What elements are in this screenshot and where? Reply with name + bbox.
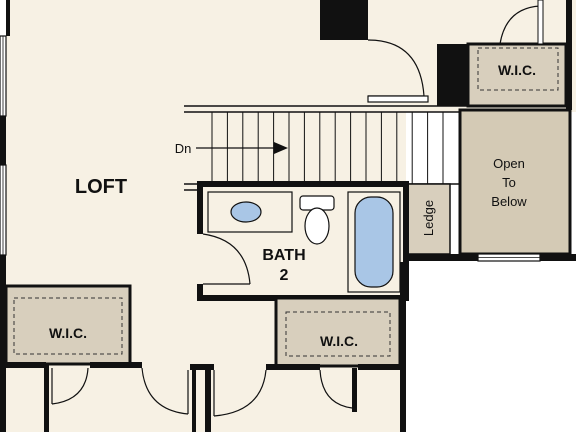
stairs-arrow-head bbox=[274, 142, 288, 154]
wall-bottom-1 bbox=[6, 362, 46, 368]
door-swing-bath bbox=[202, 233, 251, 285]
sink-icon bbox=[230, 201, 262, 223]
wic-bottom-mid bbox=[274, 296, 402, 368]
door-swing-bottom-a bbox=[141, 367, 189, 415]
wall-wic-top-right-block bbox=[437, 44, 467, 106]
wall-right-top bbox=[566, 0, 572, 110]
bath-vanity bbox=[207, 191, 293, 233]
loft-label: LOFT bbox=[75, 176, 127, 198]
wic-bottom-left-label: W.I.C. bbox=[49, 325, 87, 341]
wic-bottom-left-shelf bbox=[13, 297, 123, 355]
wall-bottom-4 bbox=[266, 364, 320, 370]
bathtub-basin-icon bbox=[354, 196, 394, 288]
bath-label-1: BATH bbox=[262, 247, 305, 264]
wall-open-bottom-left bbox=[406, 254, 478, 261]
open-to-below-label-3: Below bbox=[491, 194, 527, 209]
wall-column-top bbox=[320, 0, 368, 40]
outside-area bbox=[410, 262, 576, 432]
wic-top-right-shelf bbox=[477, 47, 559, 91]
wall-partition-low-left bbox=[44, 364, 49, 432]
open-to-below-label-2: To bbox=[502, 175, 516, 190]
wall-bottom-2 bbox=[90, 362, 142, 368]
wic-door-jamb bbox=[537, 0, 544, 45]
wall-open-bottom-right bbox=[540, 254, 576, 261]
bath-label-2: 2 bbox=[280, 267, 289, 284]
stairs-direction-label: Dn bbox=[175, 141, 192, 156]
open-to-below-label-1: Open bbox=[493, 156, 525, 171]
wall-right-lower bbox=[400, 262, 406, 432]
wall-stair-top bbox=[367, 95, 429, 103]
wic-bottom-left bbox=[4, 284, 132, 366]
wic-bottom-mid-label: W.I.C. bbox=[320, 333, 358, 349]
wall-bottom-3 bbox=[190, 364, 214, 370]
bath-door-gap bbox=[196, 234, 208, 284]
open-to-below-area bbox=[458, 108, 572, 256]
wall-bottom-5 bbox=[358, 364, 406, 370]
ledge-label: Ledge bbox=[421, 200, 436, 236]
door-swing-wic-left bbox=[51, 367, 89, 405]
wall-top-left bbox=[6, 0, 10, 36]
door-swing-wic-top bbox=[499, 5, 541, 45]
toilet-bowl-icon bbox=[304, 207, 330, 245]
door-swing-top bbox=[367, 39, 425, 97]
ledge-area bbox=[405, 183, 451, 255]
wall-partition-low-mid bbox=[205, 364, 211, 432]
wall-partition-low-mid-2 bbox=[192, 368, 196, 432]
wic-bottom-mid-shelf bbox=[285, 311, 391, 357]
door-swing-wic-mid bbox=[319, 369, 353, 409]
door-swing-bottom-b bbox=[213, 369, 267, 417]
wic-top-right-label: W.I.C. bbox=[498, 62, 536, 78]
wic-top-right bbox=[466, 42, 568, 108]
